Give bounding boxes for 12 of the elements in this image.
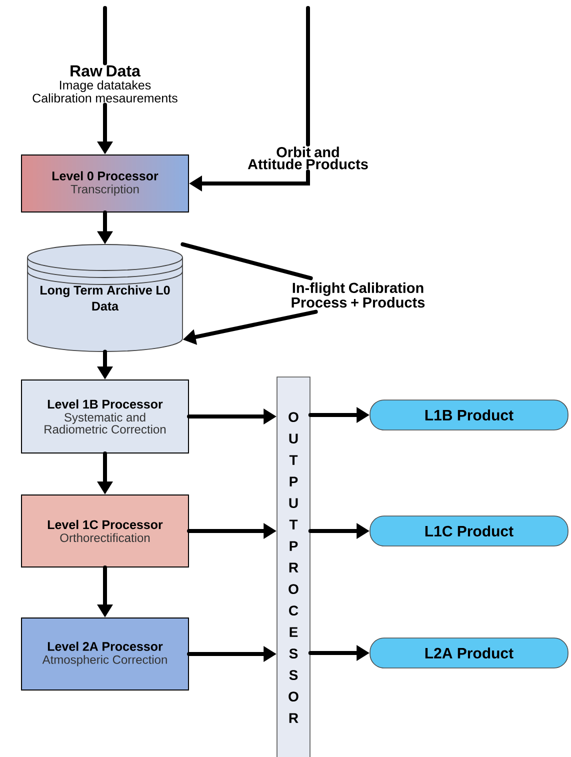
- process-label: In-flight Calibration Process + Products: [292, 282, 425, 308]
- archive-cylinder: Long Term Archive L0 Data: [27, 244, 183, 352]
- input-label: Orbit and Attitude Products: [248, 146, 368, 170]
- input-label: Raw Data Image datatakes Calibration mesaurements: [32, 65, 178, 103]
- output-processor-bar: OUTPUT PROCESSOR: [276, 376, 310, 757]
- product-pill: L1C Product: [370, 516, 568, 546]
- process-box: Level 2A Processor Atmospheric Correction: [21, 618, 189, 690]
- product-pill: L2A Product: [370, 638, 568, 668]
- process-box: Level 0 Processor Transcription: [21, 154, 189, 212]
- product-pill: L1B Product: [370, 400, 568, 430]
- process-box: Level 1C Processor Orthorectification: [21, 494, 189, 568]
- process-box: Level 1B Processor Systematic and Radiometric Correction: [21, 380, 189, 454]
